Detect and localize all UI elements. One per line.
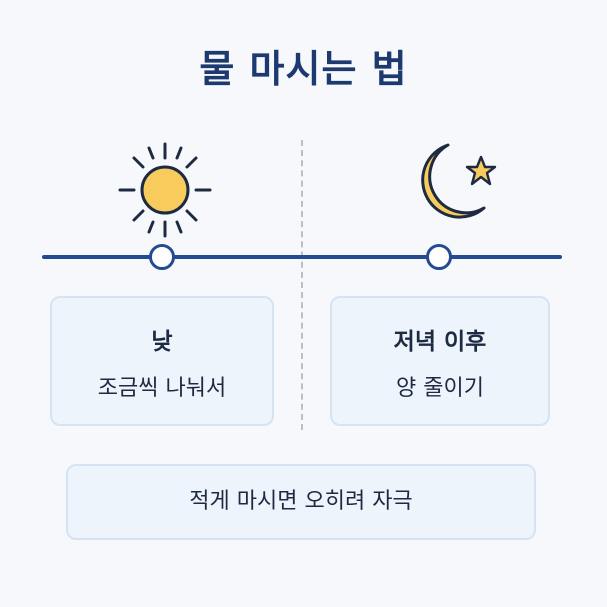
day-card-title: 낮	[151, 329, 173, 355]
day-card: 낮 조금씩 나눠서	[50, 296, 274, 426]
sun-icon	[118, 142, 212, 238]
timeline-marker-day	[149, 244, 175, 270]
page-title: 물 마시는 법	[199, 47, 408, 91]
crescent-moon-icon	[421, 143, 486, 219]
center-divider	[301, 140, 303, 430]
evening-card: 저녁 이후 양 줄이기	[330, 296, 550, 426]
evening-card-title: 저녁 이후	[393, 329, 487, 355]
star-icon	[465, 155, 497, 186]
timeline-marker-evening	[426, 244, 452, 270]
bottom-note: 적게 마시면 오히려 자극	[66, 464, 536, 540]
day-card-subtitle: 조금씩 나눠서	[97, 376, 227, 401]
timeline-line	[42, 255, 562, 259]
evening-card-subtitle: 양 줄이기	[396, 376, 484, 401]
